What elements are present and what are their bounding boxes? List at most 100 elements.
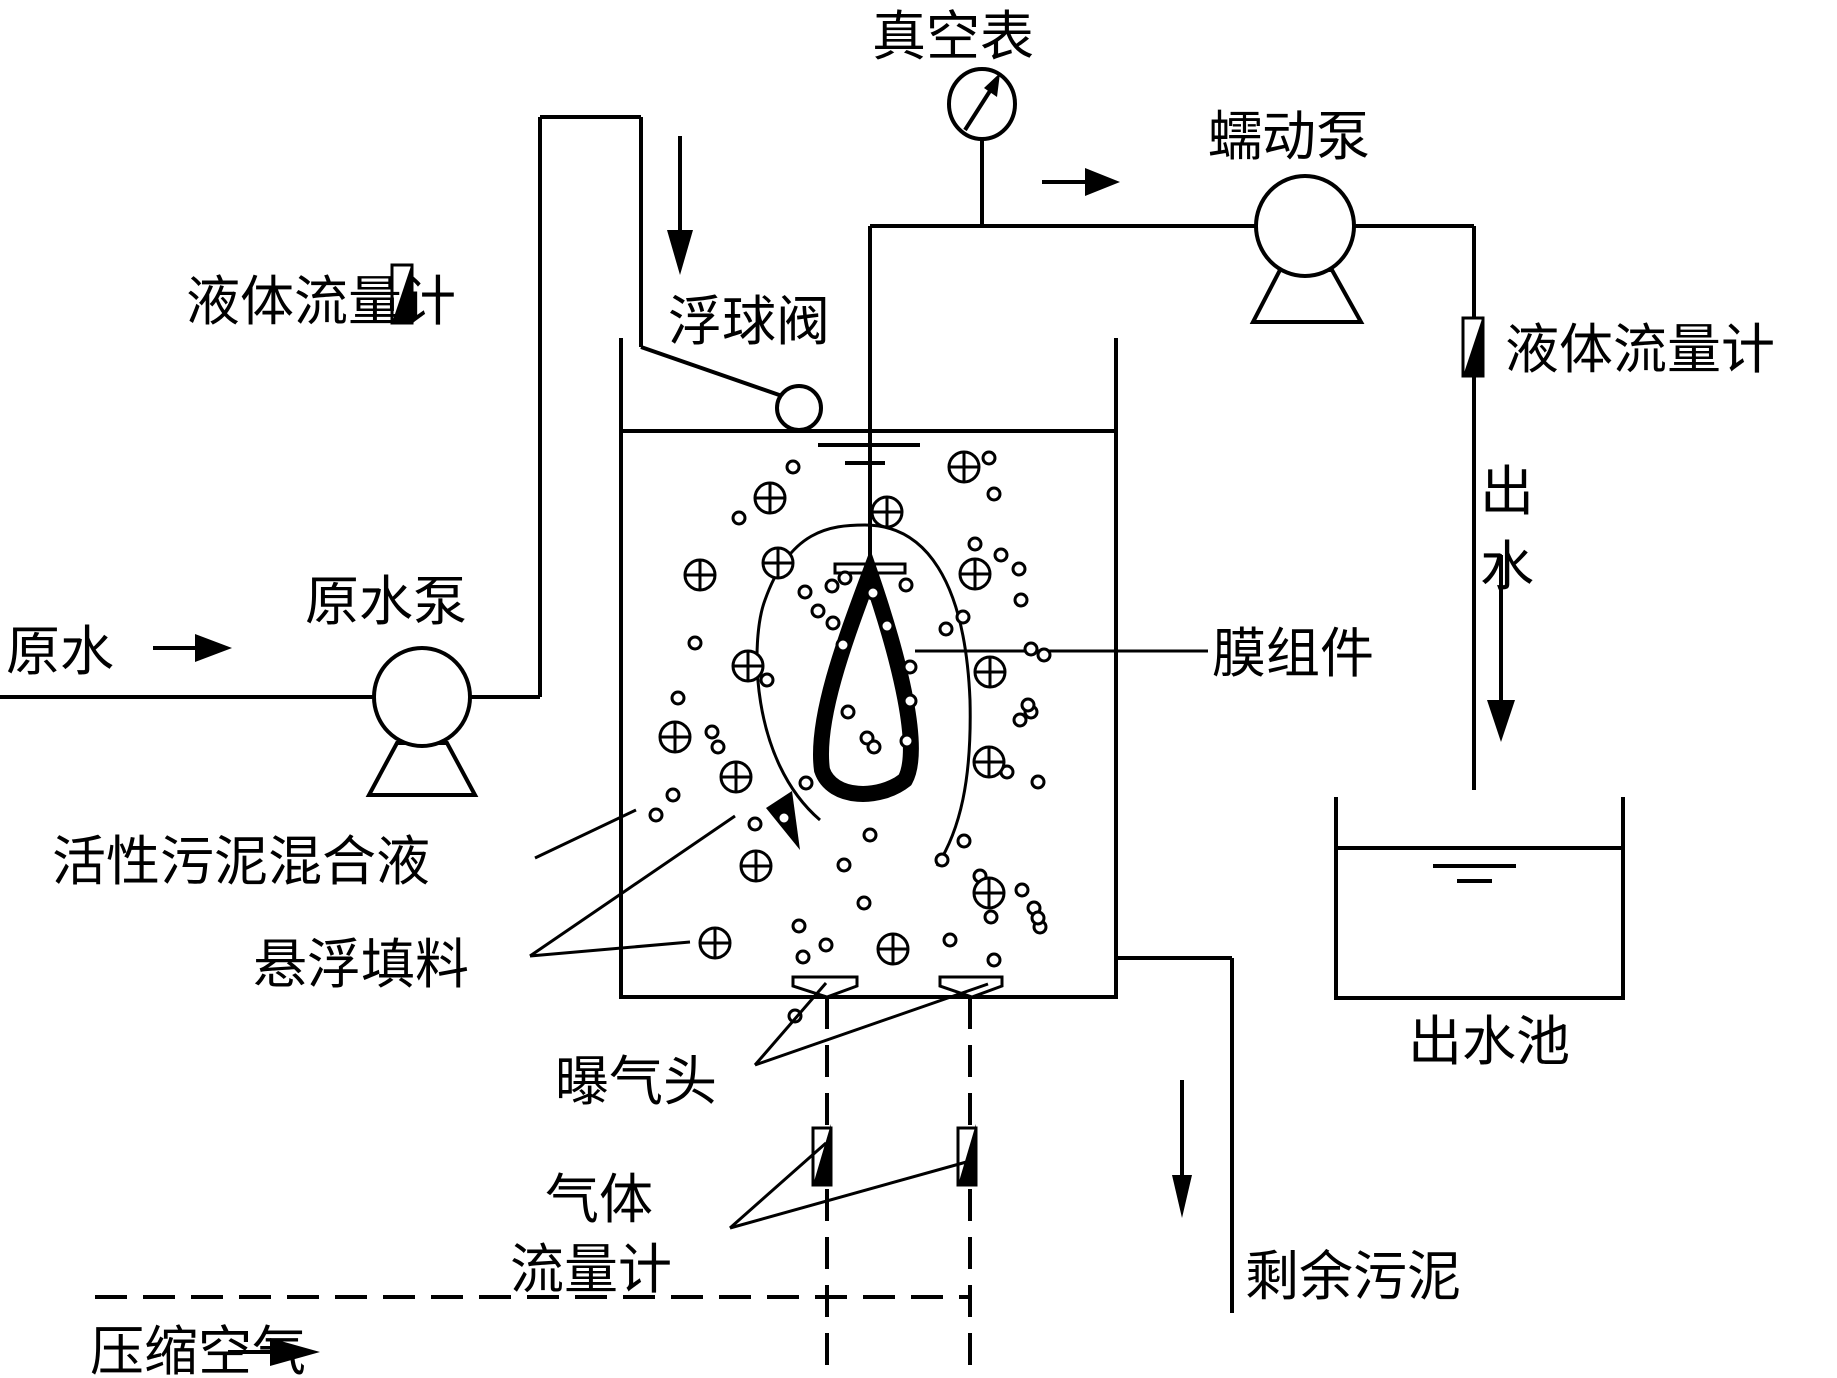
label-suspended-carrier: 悬浮填料 — [253, 933, 469, 996]
liquid-flowmeter-outlet — [1461, 316, 1485, 378]
bubble — [1036, 647, 1052, 663]
vacuum-gauge — [947, 67, 1017, 141]
bubble — [967, 536, 983, 552]
bubble — [981, 450, 997, 466]
label-effluent-1: 出 — [1480, 460, 1534, 523]
suspended-carrier — [972, 745, 1006, 779]
bubble — [835, 637, 851, 653]
suspended-carrier — [870, 495, 904, 529]
label-gas-flowmeter-2: 流量计 — [510, 1238, 672, 1301]
membrane-module — [813, 549, 919, 802]
bubble — [665, 787, 681, 803]
label-effluent-tank: 出水池 — [1408, 1010, 1570, 1073]
label-raw-water: 原水 — [6, 620, 114, 683]
effluent-tank — [1334, 797, 1625, 1000]
bubble — [825, 615, 841, 631]
liquid-flowmeter-inlet — [390, 263, 414, 325]
bubble — [993, 547, 1009, 563]
bubble — [791, 918, 807, 934]
bubble — [879, 618, 895, 634]
suspended-carrier — [698, 926, 732, 960]
bubble — [856, 895, 872, 911]
reactor-tank — [619, 338, 1118, 999]
label-peristaltic-pump: 蠕动泵 — [1208, 105, 1370, 168]
bubble — [785, 459, 801, 475]
suspended-carrier — [658, 720, 692, 754]
bubble — [934, 852, 950, 868]
aeration-head-right — [938, 975, 1004, 999]
label-compressed-air: 压缩空气 — [90, 1320, 306, 1378]
bubble — [1013, 592, 1029, 608]
label-aeration-head: 曝气头 — [555, 1050, 717, 1113]
bubble — [776, 810, 792, 826]
bubble — [1011, 561, 1027, 577]
bubble — [648, 807, 664, 823]
bubble — [942, 932, 958, 948]
bubble — [840, 704, 856, 720]
bubble — [731, 510, 747, 526]
bubble — [902, 693, 918, 709]
compressed-air-arrow — [228, 1338, 320, 1366]
suspended-carrier — [761, 546, 795, 580]
bubble — [798, 775, 814, 791]
bubble — [704, 724, 720, 740]
suspended-carrier — [947, 450, 981, 484]
suspended-carrier — [972, 876, 1006, 910]
bubble — [938, 621, 954, 637]
bubble — [862, 827, 878, 843]
bubble — [898, 577, 914, 593]
bubble — [899, 733, 915, 749]
effluent-arrow — [1487, 555, 1515, 742]
bubble — [1012, 712, 1028, 728]
label-raw-water-pump: 原水泵 — [305, 570, 467, 633]
suction-arrow — [1042, 168, 1120, 196]
suspended-carrier — [876, 932, 910, 966]
bubble — [865, 585, 881, 601]
label-gas-flowmeter-1: 气体 — [545, 1168, 653, 1231]
bubble — [1020, 697, 1036, 713]
suspended-carrier — [958, 557, 992, 591]
bubble — [818, 937, 834, 953]
bubble — [810, 603, 826, 619]
bubble — [986, 952, 1002, 968]
bubble — [670, 690, 686, 706]
air-lines — [95, 997, 972, 1378]
suspended-carrier — [973, 655, 1007, 689]
bubble — [837, 570, 853, 586]
suspended-carrier — [731, 649, 765, 683]
bubble — [797, 584, 813, 600]
bubble — [955, 609, 971, 625]
bubble — [1014, 882, 1030, 898]
raw-water-pump — [365, 646, 479, 797]
bubble — [710, 739, 726, 755]
suspended-carrier — [683, 558, 717, 592]
aeration-head-left — [791, 975, 859, 999]
bubble — [747, 816, 763, 832]
bubble — [1023, 641, 1039, 657]
bubble — [1030, 774, 1046, 790]
bubble — [687, 635, 703, 651]
bubble — [836, 857, 852, 873]
gas-flowmeter-left — [811, 1124, 833, 1187]
label-liquid-flowmeter-left: 液体流量计 — [186, 270, 456, 333]
suspended-carrier — [739, 849, 773, 883]
bubble — [795, 949, 811, 965]
label-float-valve: 浮球阀 — [668, 290, 830, 353]
excess-sludge-line — [1116, 956, 1234, 1313]
bubble — [759, 672, 775, 688]
label-liquid-flowmeter-right: 液体流量计 — [1505, 318, 1775, 381]
bubble — [1030, 910, 1046, 926]
bubble — [956, 833, 972, 849]
label-membrane-module: 膜组件 — [1212, 622, 1374, 685]
bubble — [902, 659, 918, 675]
suspended-carrier — [753, 481, 787, 515]
float-valve-arrow — [667, 136, 693, 275]
label-effluent-2: 水 — [1480, 535, 1534, 598]
float-valve — [775, 384, 823, 432]
raw-water-arrow — [153, 634, 232, 662]
gas-flowmeter-right — [956, 1124, 978, 1187]
bubble — [787, 1008, 803, 1024]
peristaltic-pump — [1249, 174, 1365, 324]
particles — [648, 450, 1052, 1024]
